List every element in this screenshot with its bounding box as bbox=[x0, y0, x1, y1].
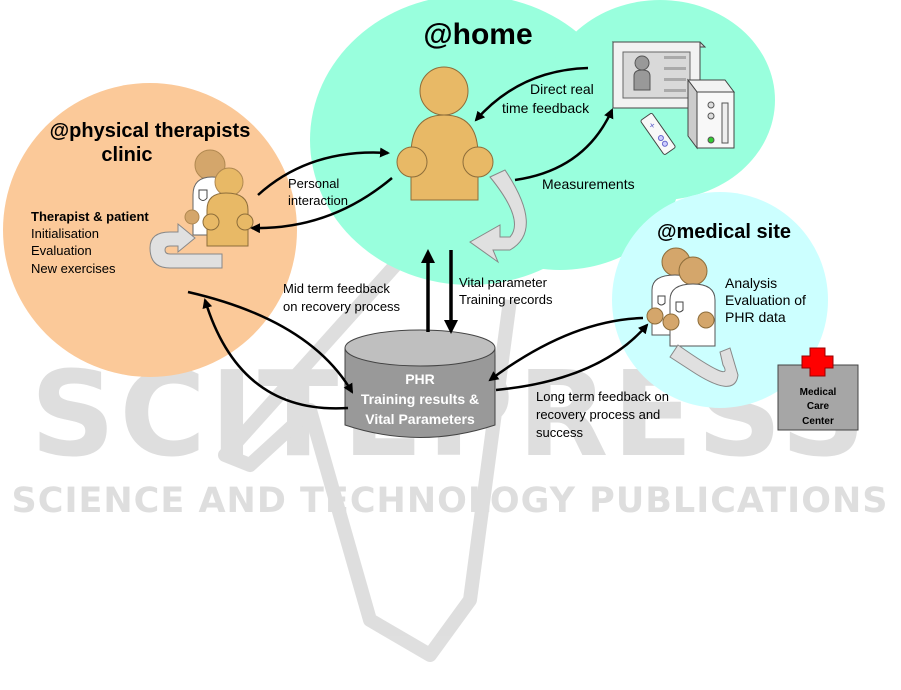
phr-line3: Vital Parameters bbox=[365, 411, 475, 427]
medical-staff-icon bbox=[646, 247, 739, 387]
therapist-patient-icon bbox=[149, 149, 254, 269]
label-personal-2: interaction bbox=[288, 193, 348, 208]
zone-medical bbox=[612, 192, 828, 408]
watermark-swoosh bbox=[218, 255, 517, 662]
label-vital-2: Training records bbox=[459, 292, 553, 307]
clinic-role: Therapist & patient bbox=[31, 209, 149, 224]
clinic-task-3: New exercises bbox=[31, 261, 116, 276]
label-direct-1: Direct real bbox=[530, 81, 594, 97]
clinic-title-line1: @physical therapists bbox=[50, 120, 251, 142]
phr-database: PHR Training results & Vital Parameters bbox=[344, 329, 496, 438]
clinic-task-2: Evaluation bbox=[31, 243, 92, 258]
medical-task-3: PHR data bbox=[725, 309, 786, 325]
home-title: @home bbox=[423, 18, 532, 51]
mcc-line2: Care bbox=[807, 401, 830, 412]
label-longterm-1: Long term feedback on bbox=[536, 389, 669, 404]
svg-text:+: + bbox=[647, 120, 658, 132]
monitor-console-icon: + bbox=[611, 41, 735, 155]
mcc-line1: Medical bbox=[800, 387, 837, 398]
label-direct-2: time feedback bbox=[502, 100, 590, 116]
arrow-db-to-clinic bbox=[202, 298, 349, 410]
home-patient-icon bbox=[396, 66, 527, 264]
medical-task-2: Evaluation of bbox=[725, 292, 806, 308]
label-longterm-2: recovery process and bbox=[536, 407, 660, 422]
medical-task-1: Analysis bbox=[725, 275, 777, 291]
mcc-line3: Center bbox=[802, 416, 834, 427]
medical-care-center: Medical Care Center bbox=[777, 347, 859, 431]
label-personal-1: Personal bbox=[288, 176, 339, 191]
arrow-clinic-to-db bbox=[187, 290, 354, 394]
clinic-task-1: Initialisation bbox=[31, 226, 99, 241]
medical-title: @medical site bbox=[657, 221, 791, 243]
label-midterm-2: on recovery process bbox=[283, 299, 401, 314]
clinic-title-line2: clinic bbox=[101, 144, 152, 166]
watermark-tagline: SCIENCE AND TECHNOLOGY PUBLICATIONS bbox=[12, 481, 889, 521]
arrow-direct-feedback bbox=[474, 66, 589, 122]
phr-title: PHR bbox=[405, 371, 435, 387]
arrow-medical-to-db bbox=[488, 316, 644, 382]
label-vital-1: Vital parameter bbox=[459, 275, 548, 290]
zone-clinic bbox=[3, 83, 297, 377]
label-measurements: Measurements bbox=[542, 176, 635, 192]
arrow-home-to-clinic bbox=[250, 177, 393, 234]
arrow-db-to-medical bbox=[495, 323, 649, 392]
red-cross-icon bbox=[801, 347, 834, 377]
arrow-measurements bbox=[514, 108, 614, 182]
phr-line2: Training results & bbox=[361, 391, 479, 407]
arrow-clinic-to-home bbox=[257, 147, 390, 196]
label-longterm-3: success bbox=[536, 425, 583, 440]
label-midterm-1: Mid term feedback bbox=[283, 281, 390, 296]
